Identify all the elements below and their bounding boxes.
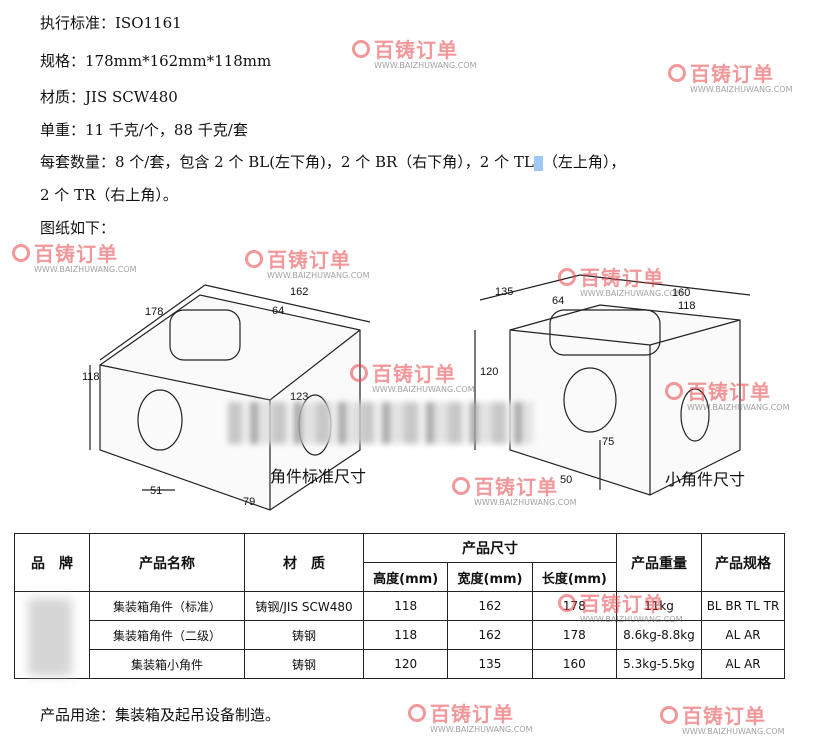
cell-height: 118 [362, 620, 449, 650]
left-dim-height: 118 [82, 371, 100, 383]
cell-width: 162 [447, 591, 533, 621]
th-width: 宽度(mm) [447, 562, 533, 592]
right-caption: 小角件尺寸 [665, 470, 745, 489]
th-name: 产品名称 [89, 533, 245, 592]
cell-width: 135 [447, 649, 533, 679]
left-dim-opening: 64 [272, 305, 284, 317]
th-length: 长度(mm) [531, 562, 618, 592]
spec-weight: 单重：11 千克/个，88 千克/套 [40, 121, 248, 139]
spec-quantity-line2: 2 个 TR（右上角）。 [40, 186, 178, 204]
right-dim-top: 118 [678, 300, 696, 312]
right-dim-opening: 64 [552, 295, 564, 307]
product-usage: 产品用途：集装箱及起吊设备制造。 [40, 706, 281, 724]
blurred-brand [28, 598, 72, 676]
watermark-logo-icon [668, 63, 686, 82]
text-cursor [533, 155, 543, 171]
watermark-logo-icon [245, 249, 263, 268]
watermark-logo-icon [12, 243, 30, 262]
cell-material: 铸钢 [244, 649, 364, 679]
watermark-logo-icon [665, 381, 683, 400]
spec-quantity: 每套数量：8 个/套，包含 2 个 BL(左下角)，2 个 BR（右下角），2 … [40, 151, 625, 172]
watermark-logo-icon [660, 705, 678, 724]
cell-weight: 5.3kg-5.5kg [616, 649, 702, 679]
spec-material: 材质：JIS SCW480 [40, 88, 178, 106]
watermark-logo-icon [350, 363, 368, 382]
right-dim-bottom: 50 [560, 474, 572, 486]
table-row: 集装箱小角件 铸钢 120 135 160 5.3kg-5.5kg AL AR [15, 649, 785, 679]
left-dim-hole: 51 [150, 485, 162, 497]
cell-width: 162 [447, 620, 533, 650]
spec-table: 品 牌 产品名称 材 质 产品尺寸 产品重量 产品规格 高度(mm) 宽度(mm… [14, 533, 785, 679]
left-dim-side: 123 [290, 391, 308, 403]
th-size: 产品尺寸 [363, 533, 617, 563]
spec-quantity-b: （左上角）， [542, 153, 626, 171]
cell-spec: AL AR [701, 649, 785, 679]
cell-name: 集装箱角件（二级） [89, 620, 245, 650]
cell-spec: BL BR TL TR [701, 591, 785, 621]
cell-material: 铸钢 [244, 620, 364, 650]
watermark-logo-icon [558, 593, 576, 612]
right-dim-length: 160 [672, 287, 690, 299]
th-height: 高度(mm) [362, 562, 449, 592]
watermark-logo-icon [452, 476, 470, 495]
cell-weight: 8.6kg-8.8kg [616, 620, 702, 650]
cell-length: 160 [531, 649, 618, 679]
th-weight: 产品重量 [616, 533, 702, 592]
blurred-region [228, 402, 533, 444]
th-brand: 品 牌 [14, 533, 90, 592]
cell-spec: AL AR [701, 620, 785, 650]
cell-height: 118 [362, 591, 449, 621]
left-dim-width: 162 [290, 286, 308, 298]
right-dim-width: 135 [495, 286, 513, 298]
watermark-logo-icon [408, 703, 426, 722]
left-dim-depth: 79 [243, 496, 255, 508]
left-caption: 角件标准尺寸 [270, 467, 366, 486]
th-material: 材 质 [244, 533, 364, 592]
cell-name: 集装箱角件（标准） [89, 591, 245, 621]
drawing-label: 图纸如下： [40, 219, 116, 237]
spec-standard: 执行标准：ISO1161 [40, 14, 182, 32]
cell-length: 178 [531, 620, 618, 650]
watermark-logo-icon [352, 39, 370, 58]
right-dim-height: 120 [480, 366, 498, 378]
watermark-logo-icon [558, 267, 576, 286]
corner-casting-drawing: 178 162 64 118 123 51 79 角件标准尺寸 135 64 1… [82, 274, 751, 511]
cell-height: 120 [362, 649, 449, 679]
th-spec: 产品规格 [701, 533, 785, 592]
spec-size: 规格：178mm*162mm*118mm [40, 52, 272, 70]
table-row: 集装箱角件（二级） 铸钢 118 162 178 8.6kg-8.8kg AL … [15, 620, 785, 650]
left-dim-length: 178 [145, 306, 163, 318]
spec-quantity-a: 每套数量：8 个/套，包含 2 个 BL(左下角)，2 个 BR（右下角），2 … [40, 153, 534, 171]
cell-material: 铸钢/JIS SCW480 [244, 591, 364, 621]
right-dim-hole: 75 [602, 436, 614, 448]
cell-name: 集装箱小角件 [89, 649, 245, 679]
